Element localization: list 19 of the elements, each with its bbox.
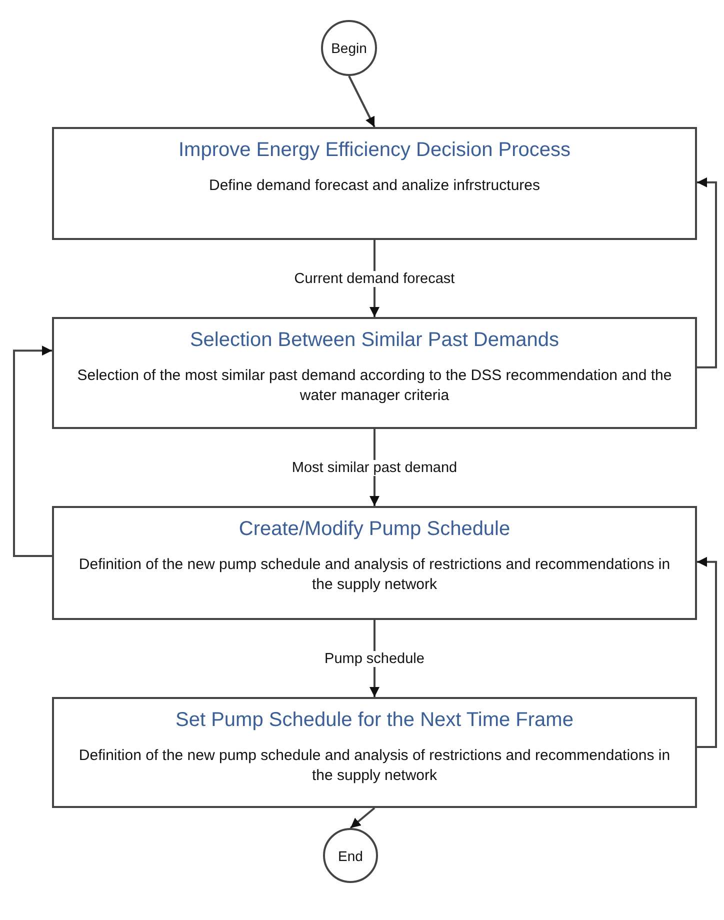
process-title: Set Pump Schedule for the Next Time Frame bbox=[176, 709, 574, 732]
arrow bbox=[697, 556, 717, 748]
arrow bbox=[697, 177, 717, 368]
process-box bbox=[52, 697, 697, 808]
process-title: Selection Between Similar Past Demands bbox=[190, 329, 560, 352]
process-description: Define demand forecast and analize infrstructures bbox=[208, 176, 540, 196]
process-box bbox=[52, 506, 697, 620]
arrow bbox=[13, 346, 52, 557]
process-description: Selection of the most similar past demand according to the DSS recommendation and the water manager criteria bbox=[76, 366, 673, 406]
terminal-circle: Begin bbox=[321, 20, 377, 76]
terminal-circle: End bbox=[323, 828, 378, 883]
process-description: Definition of the new pump schedule and analysis of restrictions and recommendations in the supply network bbox=[78, 555, 672, 596]
process-box bbox=[52, 317, 697, 429]
process-box bbox=[52, 127, 697, 240]
arrow bbox=[350, 807, 376, 829]
process-title: Improve Energy Efficiency Decision Process bbox=[178, 139, 570, 162]
process-title: Create/Modify Pump Schedule bbox=[238, 518, 510, 541]
arrow bbox=[348, 76, 376, 128]
process-description: Definition of the new pump schedule and analysis of restrictions and recommendations in the supply network bbox=[78, 746, 672, 786]
